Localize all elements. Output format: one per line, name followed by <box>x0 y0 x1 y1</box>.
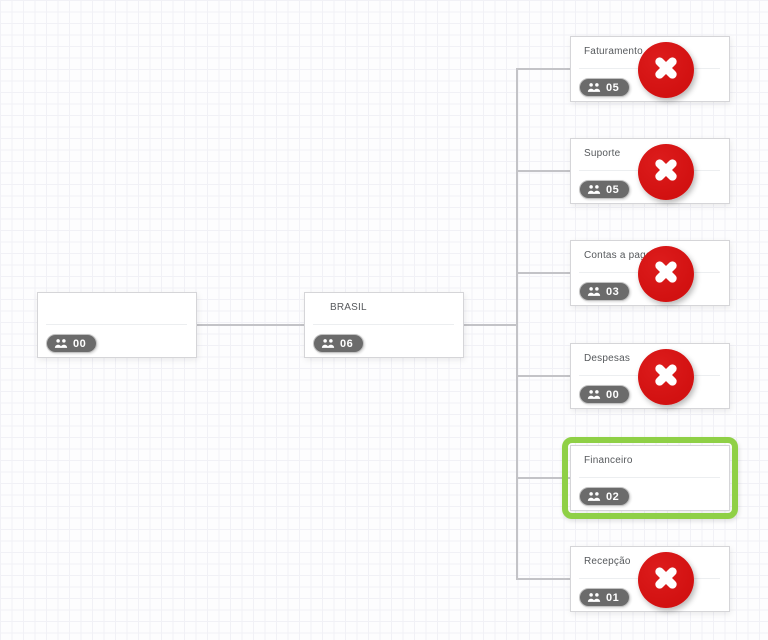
org-node-recepcao[interactable]: Recepção 01 <box>570 546 730 612</box>
member-count-value: 05 <box>606 81 620 94</box>
member-count-value: 03 <box>606 285 620 298</box>
users-icon <box>587 491 601 502</box>
node-divider <box>313 324 454 325</box>
org-node-contas-a-pagar[interactable]: Contas a pagar 03 <box>570 240 730 306</box>
users-icon <box>587 592 601 603</box>
member-count-value: 01 <box>606 591 620 604</box>
node-title: Suporte <box>584 148 621 159</box>
member-count-badge: 00 <box>579 385 631 404</box>
org-node-financeiro[interactable]: Financeiro 02 <box>562 437 738 519</box>
connector-branch-faturamento <box>516 68 570 70</box>
connector-branch-recepcao <box>516 578 570 580</box>
connector-root-parent <box>197 324 304 326</box>
member-count-badge: 03 <box>579 282 631 301</box>
delete-node-button[interactable] <box>638 552 694 608</box>
node-title: Faturamento <box>584 46 643 57</box>
member-count-badge: 01 <box>579 588 631 607</box>
connector-branch-suporte <box>516 170 570 172</box>
org-node-faturamento[interactable]: Faturamento 05 <box>570 36 730 102</box>
delete-node-button[interactable] <box>638 349 694 405</box>
org-node-brasil[interactable]: BRASIL 06 <box>304 292 464 358</box>
x-icon <box>650 562 682 599</box>
connector-trunk <box>516 68 518 580</box>
org-node-suporte[interactable]: Suporte 05 <box>570 138 730 204</box>
selection-highlight <box>562 437 738 519</box>
delete-node-button[interactable] <box>638 246 694 302</box>
org-node-despesas[interactable]: Despesas 00 <box>570 343 730 409</box>
member-count-badge: 02 <box>579 487 631 506</box>
x-icon <box>650 359 682 396</box>
node-title: Contas a pagar <box>584 250 656 261</box>
member-count-value: 05 <box>606 183 620 196</box>
node-title: Despesas <box>584 353 631 364</box>
node-divider <box>579 477 720 478</box>
member-count-badge: 05 <box>579 180 631 199</box>
x-icon <box>650 256 682 293</box>
member-count-badge: 05 <box>579 78 631 97</box>
org-node-root[interactable]: 00 <box>37 292 197 358</box>
delete-node-button[interactable] <box>638 144 694 200</box>
users-icon <box>587 82 601 93</box>
connector-branch-contas-a-pagar <box>516 272 570 274</box>
users-icon <box>587 184 601 195</box>
users-icon <box>587 389 601 400</box>
x-icon <box>650 52 682 89</box>
users-icon <box>321 338 335 349</box>
member-count-value: 02 <box>606 490 620 503</box>
node-title: Financeiro <box>584 455 633 466</box>
users-icon <box>587 286 601 297</box>
connector-branch-financeiro <box>516 477 570 479</box>
connector-parent-trunk <box>464 324 517 326</box>
x-icon <box>650 154 682 191</box>
member-count-value: 00 <box>73 337 87 350</box>
member-count-value: 06 <box>340 337 354 350</box>
member-count-badge: 00 <box>46 334 98 353</box>
users-icon <box>54 338 68 349</box>
connector-branch-despesas <box>516 375 570 377</box>
member-count-badge: 06 <box>313 334 365 353</box>
node-title: BRASIL <box>330 302 367 313</box>
node-title: Recepção <box>584 556 631 567</box>
node-divider <box>46 324 187 325</box>
delete-node-button[interactable] <box>638 42 694 98</box>
member-count-value: 00 <box>606 388 620 401</box>
